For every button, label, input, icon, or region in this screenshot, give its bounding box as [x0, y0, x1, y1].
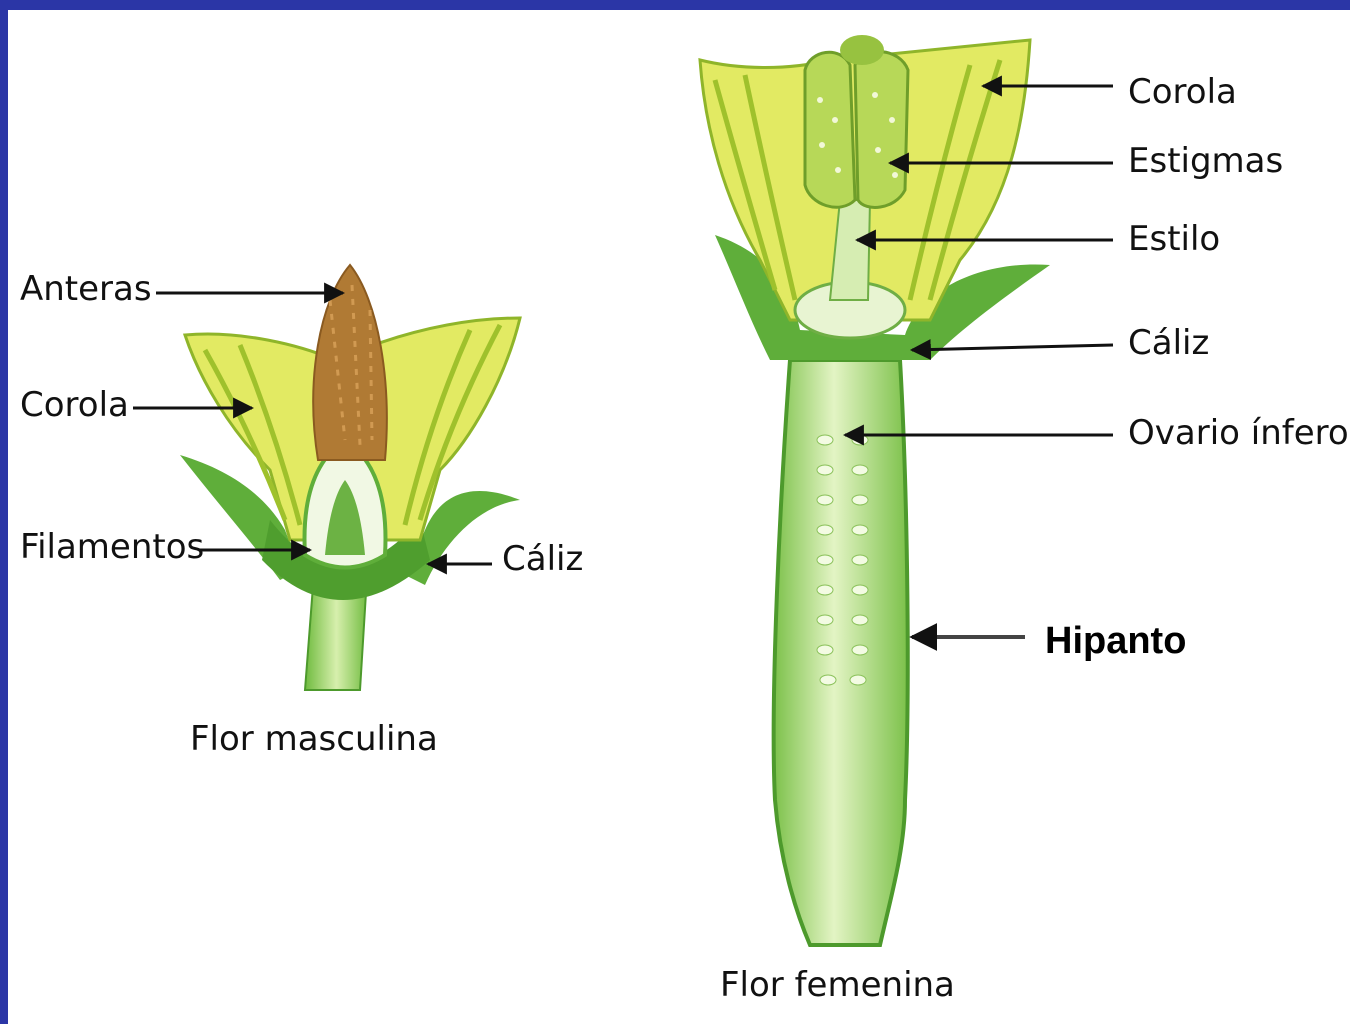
label-estilo: Estilo [1128, 222, 1220, 256]
label-filamentos: Filamentos [20, 530, 204, 564]
caption-flor-femenina: Flor femenina [720, 968, 955, 1002]
female-stigmas [805, 35, 908, 207]
label-anteras: Anteras [20, 272, 152, 306]
label-caliz-female: Cáliz [1128, 326, 1209, 360]
label-estigmas: Estigmas [1128, 144, 1283, 178]
male-flower-illustration [180, 265, 520, 690]
label-caliz-male: Cáliz [502, 542, 583, 576]
label-corola-female: Corola [1128, 75, 1237, 109]
label-ovario-infero: Ovario ínfero [1128, 416, 1349, 450]
female-flower-illustration [700, 35, 1050, 945]
female-ovary-body [774, 360, 908, 945]
label-hipanto: Hipanto [1045, 622, 1186, 660]
label-corola-male: Corola [20, 388, 129, 422]
caption-flor-masculina: Flor masculina [190, 722, 438, 756]
